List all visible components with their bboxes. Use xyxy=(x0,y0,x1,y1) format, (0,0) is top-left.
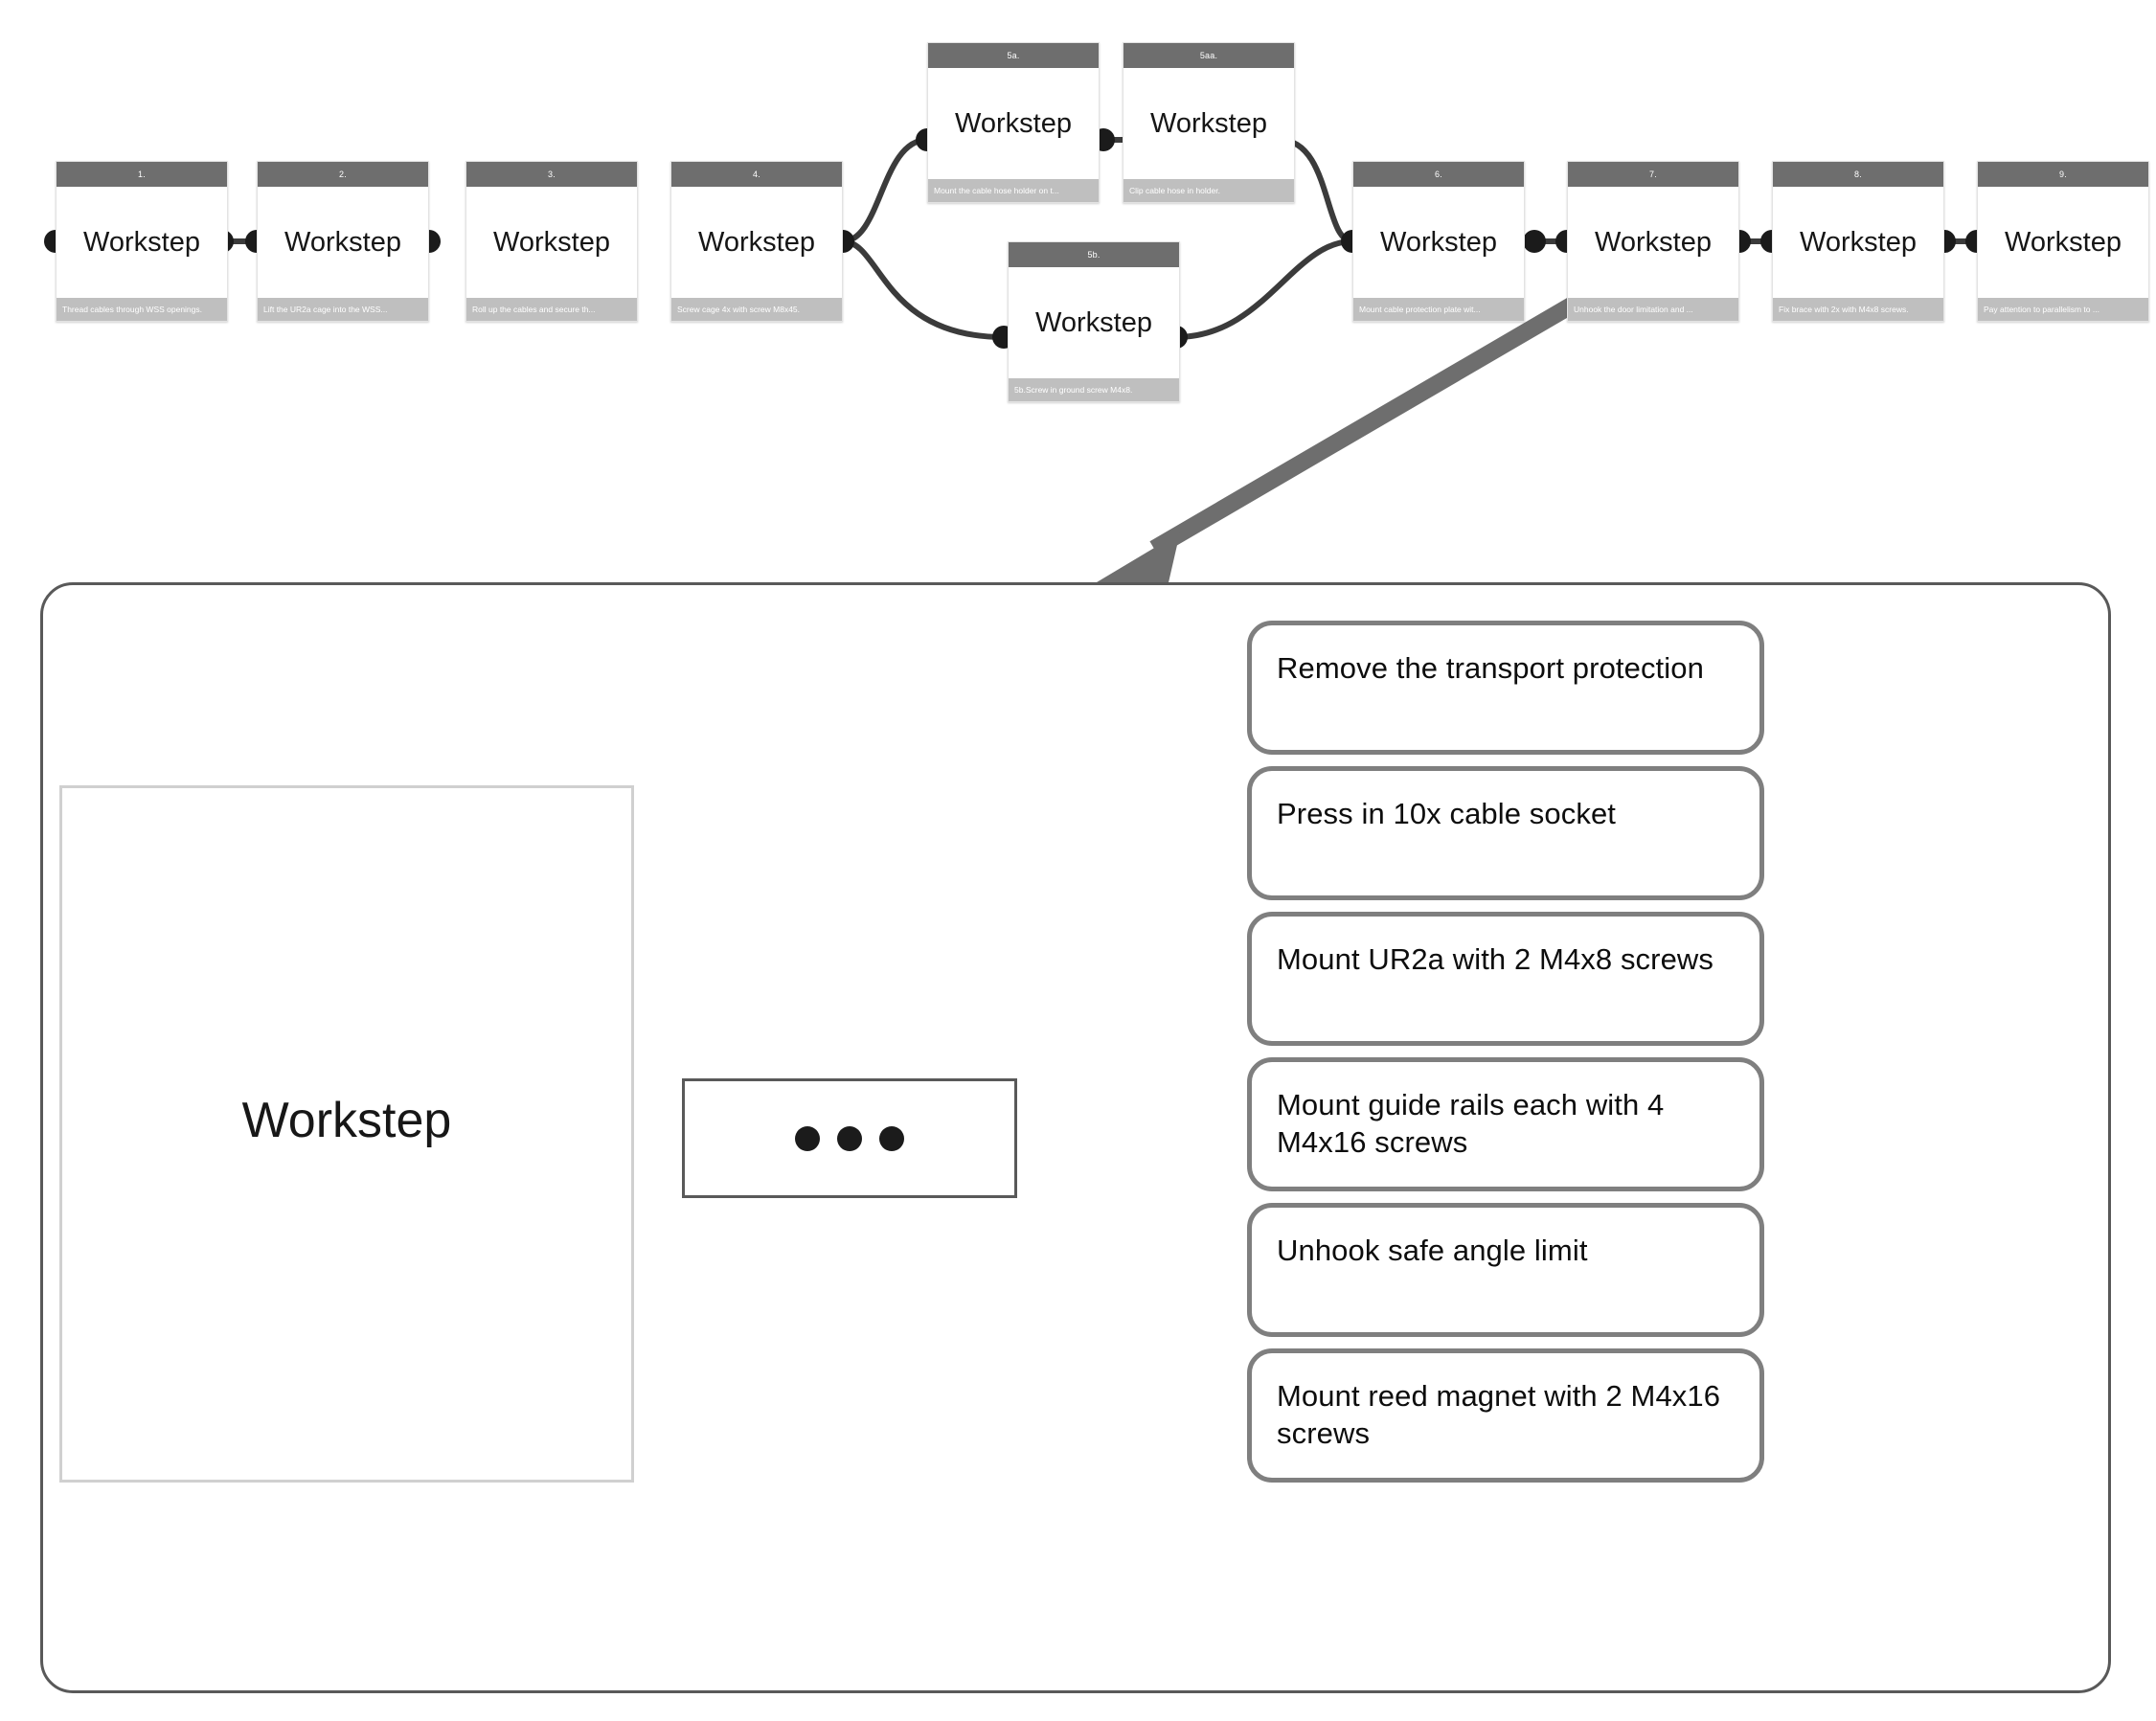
workstep-card-9[interactable]: 9. Workstep Pay attention to parallelism… xyxy=(1977,161,2149,322)
workstep-card-caption: Thread cables through WSS openings. xyxy=(57,298,227,321)
workstep-card-number: 7. xyxy=(1568,162,1738,187)
workstep-card-number: 5b. xyxy=(1009,242,1179,267)
workstep-card-label: Workstep xyxy=(258,187,428,298)
substep-label: Remove the transport protection xyxy=(1277,651,1704,685)
ellipsis-box[interactable] xyxy=(682,1078,1017,1198)
substep-label: Mount UR2a with 2 M4x8 screws xyxy=(1277,942,1714,976)
workstep-card-label: Workstep xyxy=(1978,187,2148,298)
substep-list: Remove the transport protection Press in… xyxy=(1247,621,1764,1494)
workstep-card-7[interactable]: 7. Workstep Unhook the door limitation a… xyxy=(1567,161,1739,322)
workstep-card-caption: Screw cage 4x with screw M8x45. xyxy=(671,298,842,321)
workstep-card-caption: Mount cable protection plate wit... xyxy=(1353,298,1524,321)
substep-item[interactable]: Mount guide rails each with 4 M4x16 scre… xyxy=(1247,1057,1764,1191)
workstep-card-label: Workstep xyxy=(928,68,1099,179)
substep-item[interactable]: Unhook safe angle limit xyxy=(1247,1203,1764,1337)
workstep-card-2[interactable]: 2. Workstep Lift the UR2a cage into the … xyxy=(257,161,429,322)
workstep-card-5aa[interactable]: 5aa. Workstep Clip cable hose in holder. xyxy=(1123,42,1295,203)
detail-workstep-label: Workstep xyxy=(241,1093,452,1148)
workstep-card-6[interactable]: 6. Workstep Mount cable protection plate… xyxy=(1352,161,1525,322)
workstep-card-label: Workstep xyxy=(1009,267,1179,378)
substep-label: Press in 10x cable socket xyxy=(1277,797,1617,830)
substep-label: Unhook safe angle limit xyxy=(1277,1234,1588,1267)
workstep-card-number: 6. xyxy=(1353,162,1524,187)
workstep-card-number: 2. xyxy=(258,162,428,187)
substep-label: Mount reed magnet with 2 M4x16 screws xyxy=(1277,1379,1721,1450)
workstep-card-label: Workstep xyxy=(466,187,637,298)
workstep-card-1[interactable]: 1. Workstep Thread cables through WSS op… xyxy=(56,161,228,322)
substep-label: Mount guide rails each with 4 M4x16 scre… xyxy=(1277,1088,1665,1159)
workstep-card-caption: Clip cable hose in holder. xyxy=(1123,179,1294,202)
workstep-card-label: Workstep xyxy=(1353,187,1524,298)
workstep-card-label: Workstep xyxy=(57,187,227,298)
workstep-card-number: 5a. xyxy=(928,43,1099,68)
workstep-card-label: Workstep xyxy=(1773,187,1943,298)
workstep-card-number: 9. xyxy=(1978,162,2148,187)
workstep-card-label: Workstep xyxy=(1568,187,1738,298)
ellipsis-dot-3 xyxy=(879,1125,904,1151)
workstep-card-5b[interactable]: 5b. Workstep 5b.Screw in ground screw M4… xyxy=(1008,241,1180,402)
workstep-card-3[interactable]: 3. Workstep Roll up the cables and secur… xyxy=(465,161,638,322)
workstep-card-8[interactable]: 8. Workstep Fix brace with 2x with M4x8 … xyxy=(1772,161,1944,322)
workstep-card-4[interactable]: 4. Workstep Screw cage 4x with screw M8x… xyxy=(670,161,843,322)
workstep-card-number: 4. xyxy=(671,162,842,187)
substep-item[interactable]: Mount reed magnet with 2 M4x16 screws xyxy=(1247,1348,1764,1483)
workstep-card-label: Workstep xyxy=(671,187,842,298)
workstep-card-caption: Pay attention to parallelism to ... xyxy=(1978,298,2148,321)
substep-item[interactable]: Remove the transport protection xyxy=(1247,621,1764,755)
workstep-card-caption: Fix brace with 2x with M4x8 screws. xyxy=(1773,298,1943,321)
workstep-card-caption: 5b.Screw in ground screw M4x8. xyxy=(1009,378,1179,401)
workstep-card-number: 8. xyxy=(1773,162,1943,187)
ellipsis-dot-2 xyxy=(837,1125,862,1151)
substep-item[interactable]: Press in 10x cable socket xyxy=(1247,766,1764,900)
workstep-card-caption: Mount the cable hose holder on t... xyxy=(928,179,1099,202)
workstep-card-5a[interactable]: 5a. Workstep Mount the cable hose holder… xyxy=(927,42,1100,203)
workstep-card-number: 5aa. xyxy=(1123,43,1294,68)
workstep-card-label: Workstep xyxy=(1123,68,1294,179)
workstep-card-caption: Unhook the door limitation and ... xyxy=(1568,298,1738,321)
workstep-card-caption: Lift the UR2a cage into the WSS... xyxy=(258,298,428,321)
workstep-card-number: 3. xyxy=(466,162,637,187)
ellipsis-dot-1 xyxy=(795,1125,820,1151)
workstep-card-caption: Roll up the cables and secure th... xyxy=(466,298,637,321)
workstep-card-number: 1. xyxy=(57,162,227,187)
substep-item[interactable]: Mount UR2a with 2 M4x8 screws xyxy=(1247,912,1764,1046)
detail-image-placeholder xyxy=(59,785,634,1483)
